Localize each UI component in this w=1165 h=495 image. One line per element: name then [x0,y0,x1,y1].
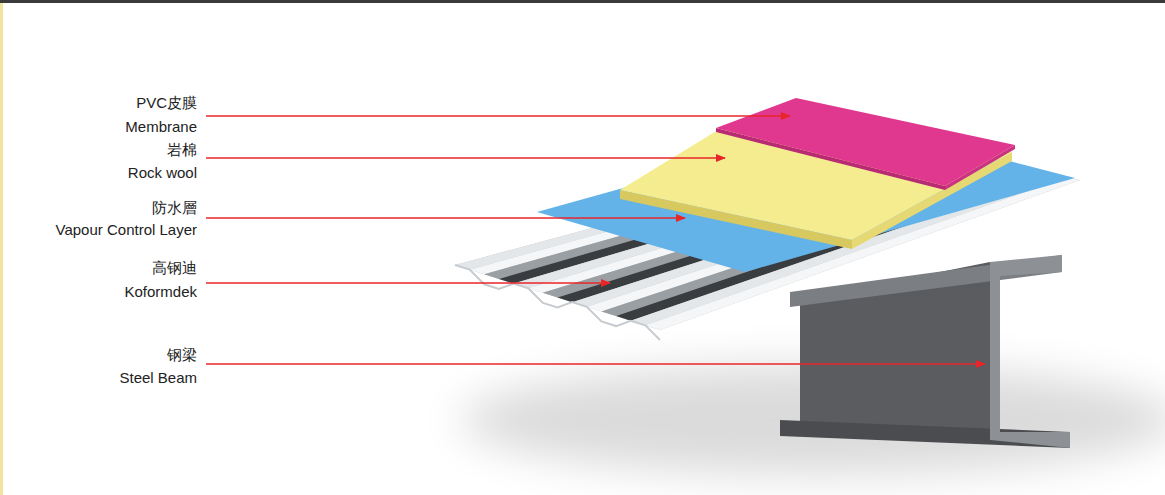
steel-beam [780,255,1070,448]
chinese-label: 防水層 [152,199,197,217]
english-label: Rock wool [128,164,197,182]
left-rule [0,3,3,495]
english-label: Vapour Control Layer [56,221,197,239]
chinese-label: 钢梁 [167,346,197,364]
english-label: Membrane [125,118,197,136]
chinese-label: 岩棉 [167,141,197,159]
pvc-membrane [716,98,1015,190]
top-rule [0,0,1165,3]
english-label: Koformdek [124,283,197,301]
english-label: Steel Beam [119,369,197,387]
chinese-label: PVC皮膜 [136,94,197,112]
leader-arrows [206,116,985,364]
chinese-label: 高钢迪 [152,259,197,277]
deck-profile [455,265,660,340]
